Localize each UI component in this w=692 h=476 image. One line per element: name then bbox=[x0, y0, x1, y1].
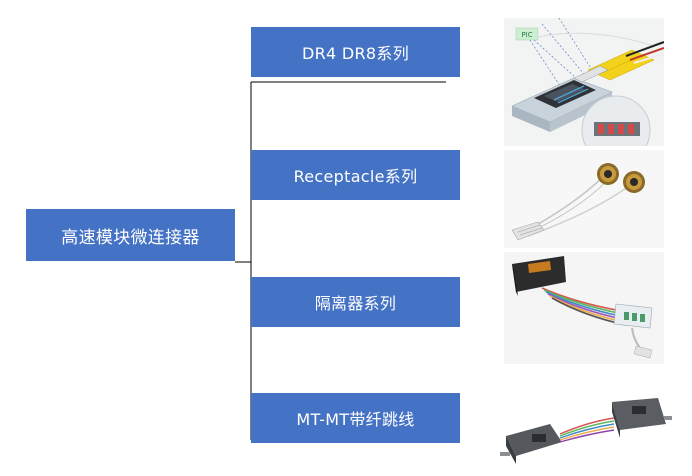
product-photo-receptacle bbox=[504, 150, 664, 248]
node-receptacle-series: Receptacle系列 bbox=[251, 150, 460, 200]
node-label: MT-MT带纤跳线 bbox=[296, 410, 415, 429]
node-dr4-dr8-series: DR4 DR8系列 bbox=[251, 27, 460, 77]
product-photo-mt-mt-jumper bbox=[500, 394, 672, 466]
node-isolator-series: 隔离器系列 bbox=[251, 277, 460, 327]
node-label: DR4 DR8系列 bbox=[301, 44, 410, 63]
product-photo-dr4-dr8: PIC bbox=[504, 18, 664, 146]
node-label: Receptacle系列 bbox=[293, 167, 418, 186]
pic-tag: PIC bbox=[521, 31, 532, 39]
root-node: 高速模块微连接器 bbox=[26, 209, 235, 261]
root-node-label: 高速模块微连接器 bbox=[61, 227, 200, 248]
product-photo-isolator bbox=[504, 252, 664, 364]
node-mt-mt-jumper: MT-MT带纤跳线 bbox=[251, 393, 460, 443]
node-label: 隔离器系列 bbox=[314, 294, 397, 313]
